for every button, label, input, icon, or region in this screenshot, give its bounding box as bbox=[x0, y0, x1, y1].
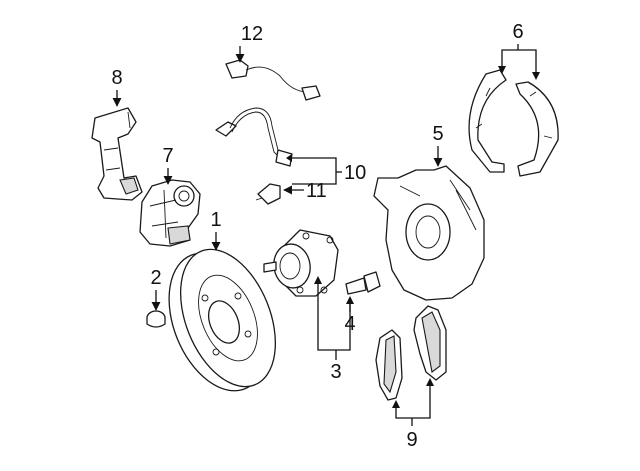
brake-pads-part bbox=[375, 305, 447, 401]
hub-bearing-part bbox=[263, 229, 339, 297]
caliper-bracket-part bbox=[91, 107, 143, 201]
callout-7: 7 bbox=[162, 145, 173, 167]
hose-bracket-part bbox=[255, 183, 281, 205]
bleeder-cap-part bbox=[146, 310, 166, 328]
callout-2: 2 bbox=[150, 267, 161, 289]
leader-9 bbox=[395, 382, 431, 419]
abs-sensor-harness-part bbox=[225, 59, 321, 101]
backing-plate-part bbox=[373, 165, 485, 301]
callout-9: 9 bbox=[406, 429, 417, 451]
callout-8: 8 bbox=[111, 67, 122, 89]
callout-3: 3 bbox=[330, 361, 341, 383]
callout-10: 10 bbox=[344, 162, 366, 184]
leader-lines bbox=[112, 44, 540, 426]
callout-12: 12 bbox=[241, 23, 263, 45]
parking-brake-shoes-part bbox=[468, 69, 559, 177]
caliper-part bbox=[139, 179, 201, 247]
leader-3 bbox=[317, 284, 351, 351]
callout-labels: 1 2 3 4 5 6 7 8 9 10 11 12 bbox=[111, 21, 523, 451]
hub-bolt-part bbox=[345, 271, 381, 295]
leader-6 bbox=[501, 49, 537, 74]
leader-10 bbox=[292, 157, 337, 185]
callout-5: 5 bbox=[432, 123, 443, 145]
callout-4: 4 bbox=[344, 313, 355, 335]
brake-rotor-part bbox=[168, 248, 277, 392]
callout-6: 6 bbox=[512, 21, 523, 43]
brake-hose-part bbox=[215, 107, 293, 167]
callout-1: 1 bbox=[210, 209, 221, 231]
callout-11: 11 bbox=[306, 180, 327, 202]
